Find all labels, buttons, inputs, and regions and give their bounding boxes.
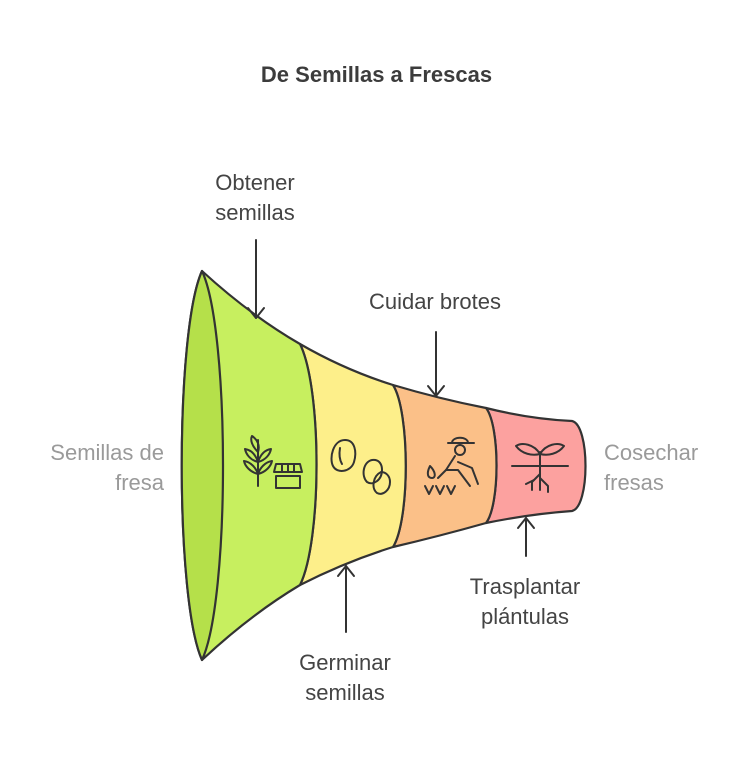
input-label-line1: Semillas de — [50, 440, 164, 465]
stage-1-label-line1: Obtener — [215, 170, 295, 195]
stage-3-label-line1: Cuidar brotes — [368, 289, 502, 314]
farmer-planting-icon — [424, 436, 479, 495]
stage-4-arrow — [517, 517, 535, 557]
stage-1-arrow — [247, 239, 265, 319]
stage-4-label-line2: plántulas — [480, 604, 570, 629]
stage-2-arrow — [337, 565, 355, 633]
stage-2-label-line2: semillas — [305, 680, 385, 705]
stage-4-label-line1: Trasplantar — [469, 574, 581, 599]
input-label-line2: fresa — [115, 470, 164, 495]
stage-2-label-line1: Germinar — [299, 650, 391, 675]
diagram-title: De Semillas a Frescas — [260, 62, 493, 87]
seeds-icon — [330, 439, 391, 495]
output-label: Cosechar fresas — [604, 438, 744, 498]
funnel-segment-3 — [391, 383, 498, 549]
sprout-roots-icon — [511, 443, 569, 493]
seedling-market-icon — [243, 435, 303, 489]
stage-1-label: Obtener semillas — [175, 168, 335, 228]
stage-3-label: Cuidar brotes — [340, 287, 530, 317]
input-label: Semillas de fresa — [20, 438, 164, 498]
output-label-line2: fresas — [604, 470, 664, 495]
stage-2-label: Germinar semillas — [265, 648, 425, 708]
stage-4-label: Trasplantar plántulas — [440, 572, 610, 632]
funnel-opening — [180, 269, 225, 662]
output-label-line1: Cosechar — [604, 440, 699, 465]
stage-3-arrow — [427, 331, 445, 397]
stage-1-label-line2: semillas — [215, 200, 295, 225]
